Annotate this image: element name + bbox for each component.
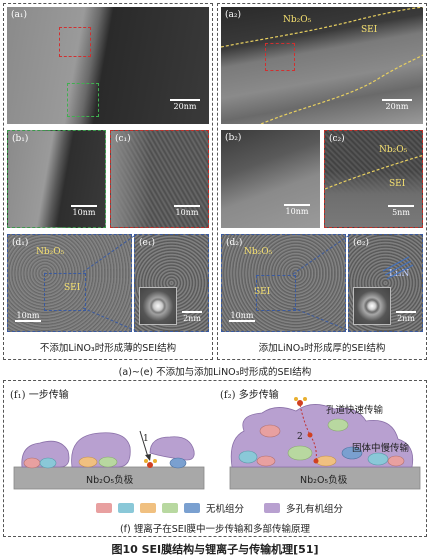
scale-a2: 20nm <box>379 99 415 111</box>
label-lattice-e2: Li₃N <box>389 269 410 279</box>
roi-box-blue-d2 <box>256 275 296 311</box>
scale-e1: 2nm <box>177 311 207 323</box>
scale-c1: 10nm <box>169 205 205 217</box>
scale-c2: 5nm <box>383 205 419 217</box>
scale-b1: 10nm <box>66 205 102 217</box>
roi-box-red-a2 <box>265 43 295 71</box>
step-1-label: 1 <box>143 434 149 444</box>
roi-box-blue-d1 <box>44 273 86 311</box>
legend-swatch-organic <box>264 503 280 513</box>
label-a2: (a₂) <box>225 10 241 20</box>
tem-image-b1: (b₁) 10nm <box>7 130 106 228</box>
scale-b2: 10nm <box>279 204 315 216</box>
roi-box-red <box>59 27 91 57</box>
zoom-connectors <box>82 235 349 331</box>
scale-e2: 2nm <box>391 311 421 323</box>
tem-image-c1: (c₁) 10nm <box>110 130 209 228</box>
lattice-fringes-e2 <box>382 256 414 280</box>
label-c2: (c₂) <box>329 134 345 144</box>
label-sei-a2: SEI <box>361 25 378 35</box>
sei-boundary-lines-a2 <box>221 7 423 124</box>
tem-image-a1: (a₁) 20nm <box>7 7 209 124</box>
right-panel-frame <box>217 3 427 360</box>
tem-image-e2: (e₂) Li₃N 2nm <box>348 234 423 332</box>
legend-swatch-inorganic-5 <box>184 503 200 513</box>
roi-box-green <box>67 83 99 117</box>
label-b1: (b₁) <box>12 134 29 144</box>
fft-inset-e2 <box>353 287 391 325</box>
scale-d2: 10nm <box>229 311 255 322</box>
label-f2: (f₂) 多步传输 <box>220 390 279 401</box>
label-nb2o5-a2: Nb₂O₅ <box>283 15 312 25</box>
fft-inset-e1 <box>139 287 177 325</box>
sei-boundary-line-c2 <box>325 154 422 190</box>
caption-ae: (a)~(e) 不添加与添加LiNO₃时形成的SEI结构 <box>118 367 312 378</box>
tem-image-d2: (d₂) Nb₂O₅ SEI 10nm <box>221 234 346 332</box>
label-anode-f2: Nb₂O₅负极 <box>300 475 348 486</box>
tem-image-c2: (c₂) Nb₂O₅ SEI 5nm <box>324 130 423 228</box>
step-2-label: 2 <box>297 432 303 442</box>
label-e1: (e₁) <box>139 238 155 248</box>
scale-d1: 10nm <box>15 311 41 322</box>
tem-image-a2: (a₂) Nb₂O₅ SEI 20nm <box>221 7 423 124</box>
label-d2: (d₂) <box>226 238 243 248</box>
legend-label-organic: 多孔有机组分 <box>286 504 344 515</box>
label-e2: (e₂) <box>353 238 369 248</box>
schematic-frame <box>3 380 427 537</box>
label-solid-transport: 固体中慢传输 <box>352 443 410 454</box>
caption-f: (f) 锂离子在SEI膜中一步传输和多部传输原理 <box>119 524 311 535</box>
label-a1: (a₁) <box>11 10 27 20</box>
label-anode-f1: Nb₂O₅负极 <box>86 475 134 486</box>
tem-image-d1: (d₁) Nb₂O₅ SEI 10nm <box>7 234 132 332</box>
label-nb2o5-d1: Nb₂O₅ <box>36 247 65 257</box>
caption-right: 添加LiNO₃时形成厚的SEI结构 <box>258 343 386 354</box>
label-d1: (d₁) <box>12 238 29 248</box>
label-f1: (f₁) 一步传输 <box>10 390 69 401</box>
label-pore-transport: 孔道快速传输 <box>326 405 384 416</box>
label-c1: (c₁) <box>115 134 131 144</box>
scale-a1: 20nm <box>167 99 203 111</box>
legend-swatch-inorganic-2 <box>118 503 134 513</box>
label-b2: (b₂) <box>225 133 242 143</box>
tem-image-b2: (b₂) 10nm <box>221 130 320 228</box>
figure-title: 图10 SEI膜结构与锂离子与传输机理[51] <box>111 543 319 556</box>
label-sei-d2: SEI <box>254 287 271 297</box>
legend-swatch-inorganic-3 <box>140 503 156 513</box>
tem-image-e1: (e₁) 2nm <box>134 234 209 332</box>
legend-swatch-inorganic-4 <box>162 503 178 513</box>
legend-swatch-inorganic-1 <box>96 503 112 513</box>
legend-label-inorganic: 无机组分 <box>206 504 245 515</box>
schematic-drawing <box>13 397 421 490</box>
label-sei-d1: SEI <box>64 283 81 293</box>
label-nb2o5-c2: Nb₂O₅ <box>379 145 408 155</box>
label-nb2o5-d2: Nb₂O₅ <box>244 247 273 257</box>
label-sei-c2: SEI <box>389 179 406 189</box>
caption-left: 不添加LiNO₃时形成薄的SEI结构 <box>39 343 177 354</box>
left-panel-frame <box>3 3 213 360</box>
